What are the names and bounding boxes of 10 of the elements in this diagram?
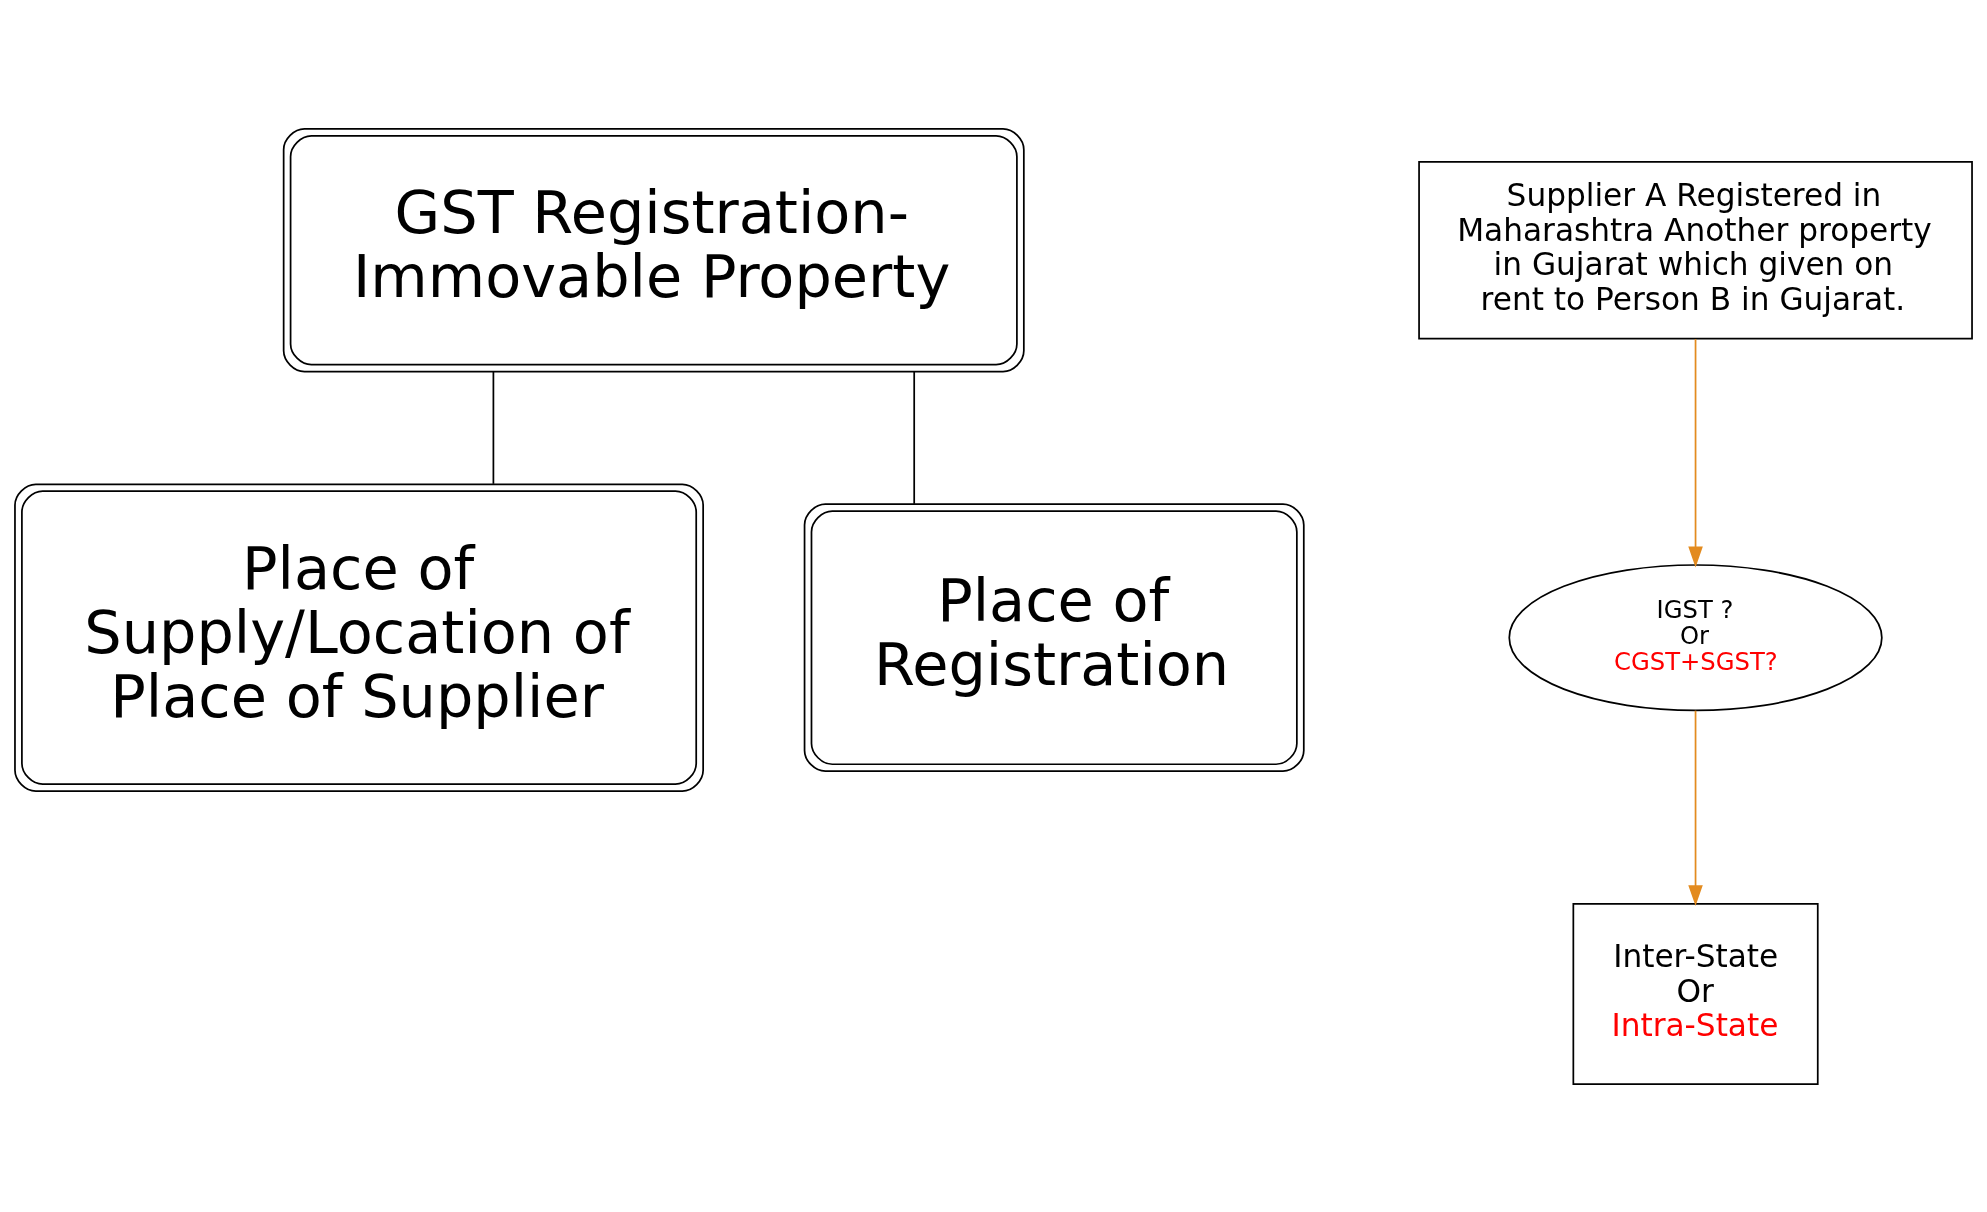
node-box: Supplier A Registered in Maharashtra Another property in Gujarat which given on rent to Person B in Gujarat. bbox=[1418, 160, 1973, 340]
node-ellipse: IGST ? Or CGST+SGST? bbox=[1508, 563, 1883, 711]
arrow bbox=[1688, 337, 1703, 567]
node-box: Place of Registration bbox=[803, 502, 1305, 772]
arrow bbox=[1688, 709, 1703, 906]
node-box: Inter-State Or Intra-State bbox=[1572, 902, 1819, 1085]
node-box: GST Registration- Immovable Property bbox=[282, 127, 1025, 372]
node-box: Place of Supply/Location of Place of Supplier bbox=[14, 482, 704, 792]
connector bbox=[913, 370, 916, 505]
connector bbox=[492, 370, 495, 485]
